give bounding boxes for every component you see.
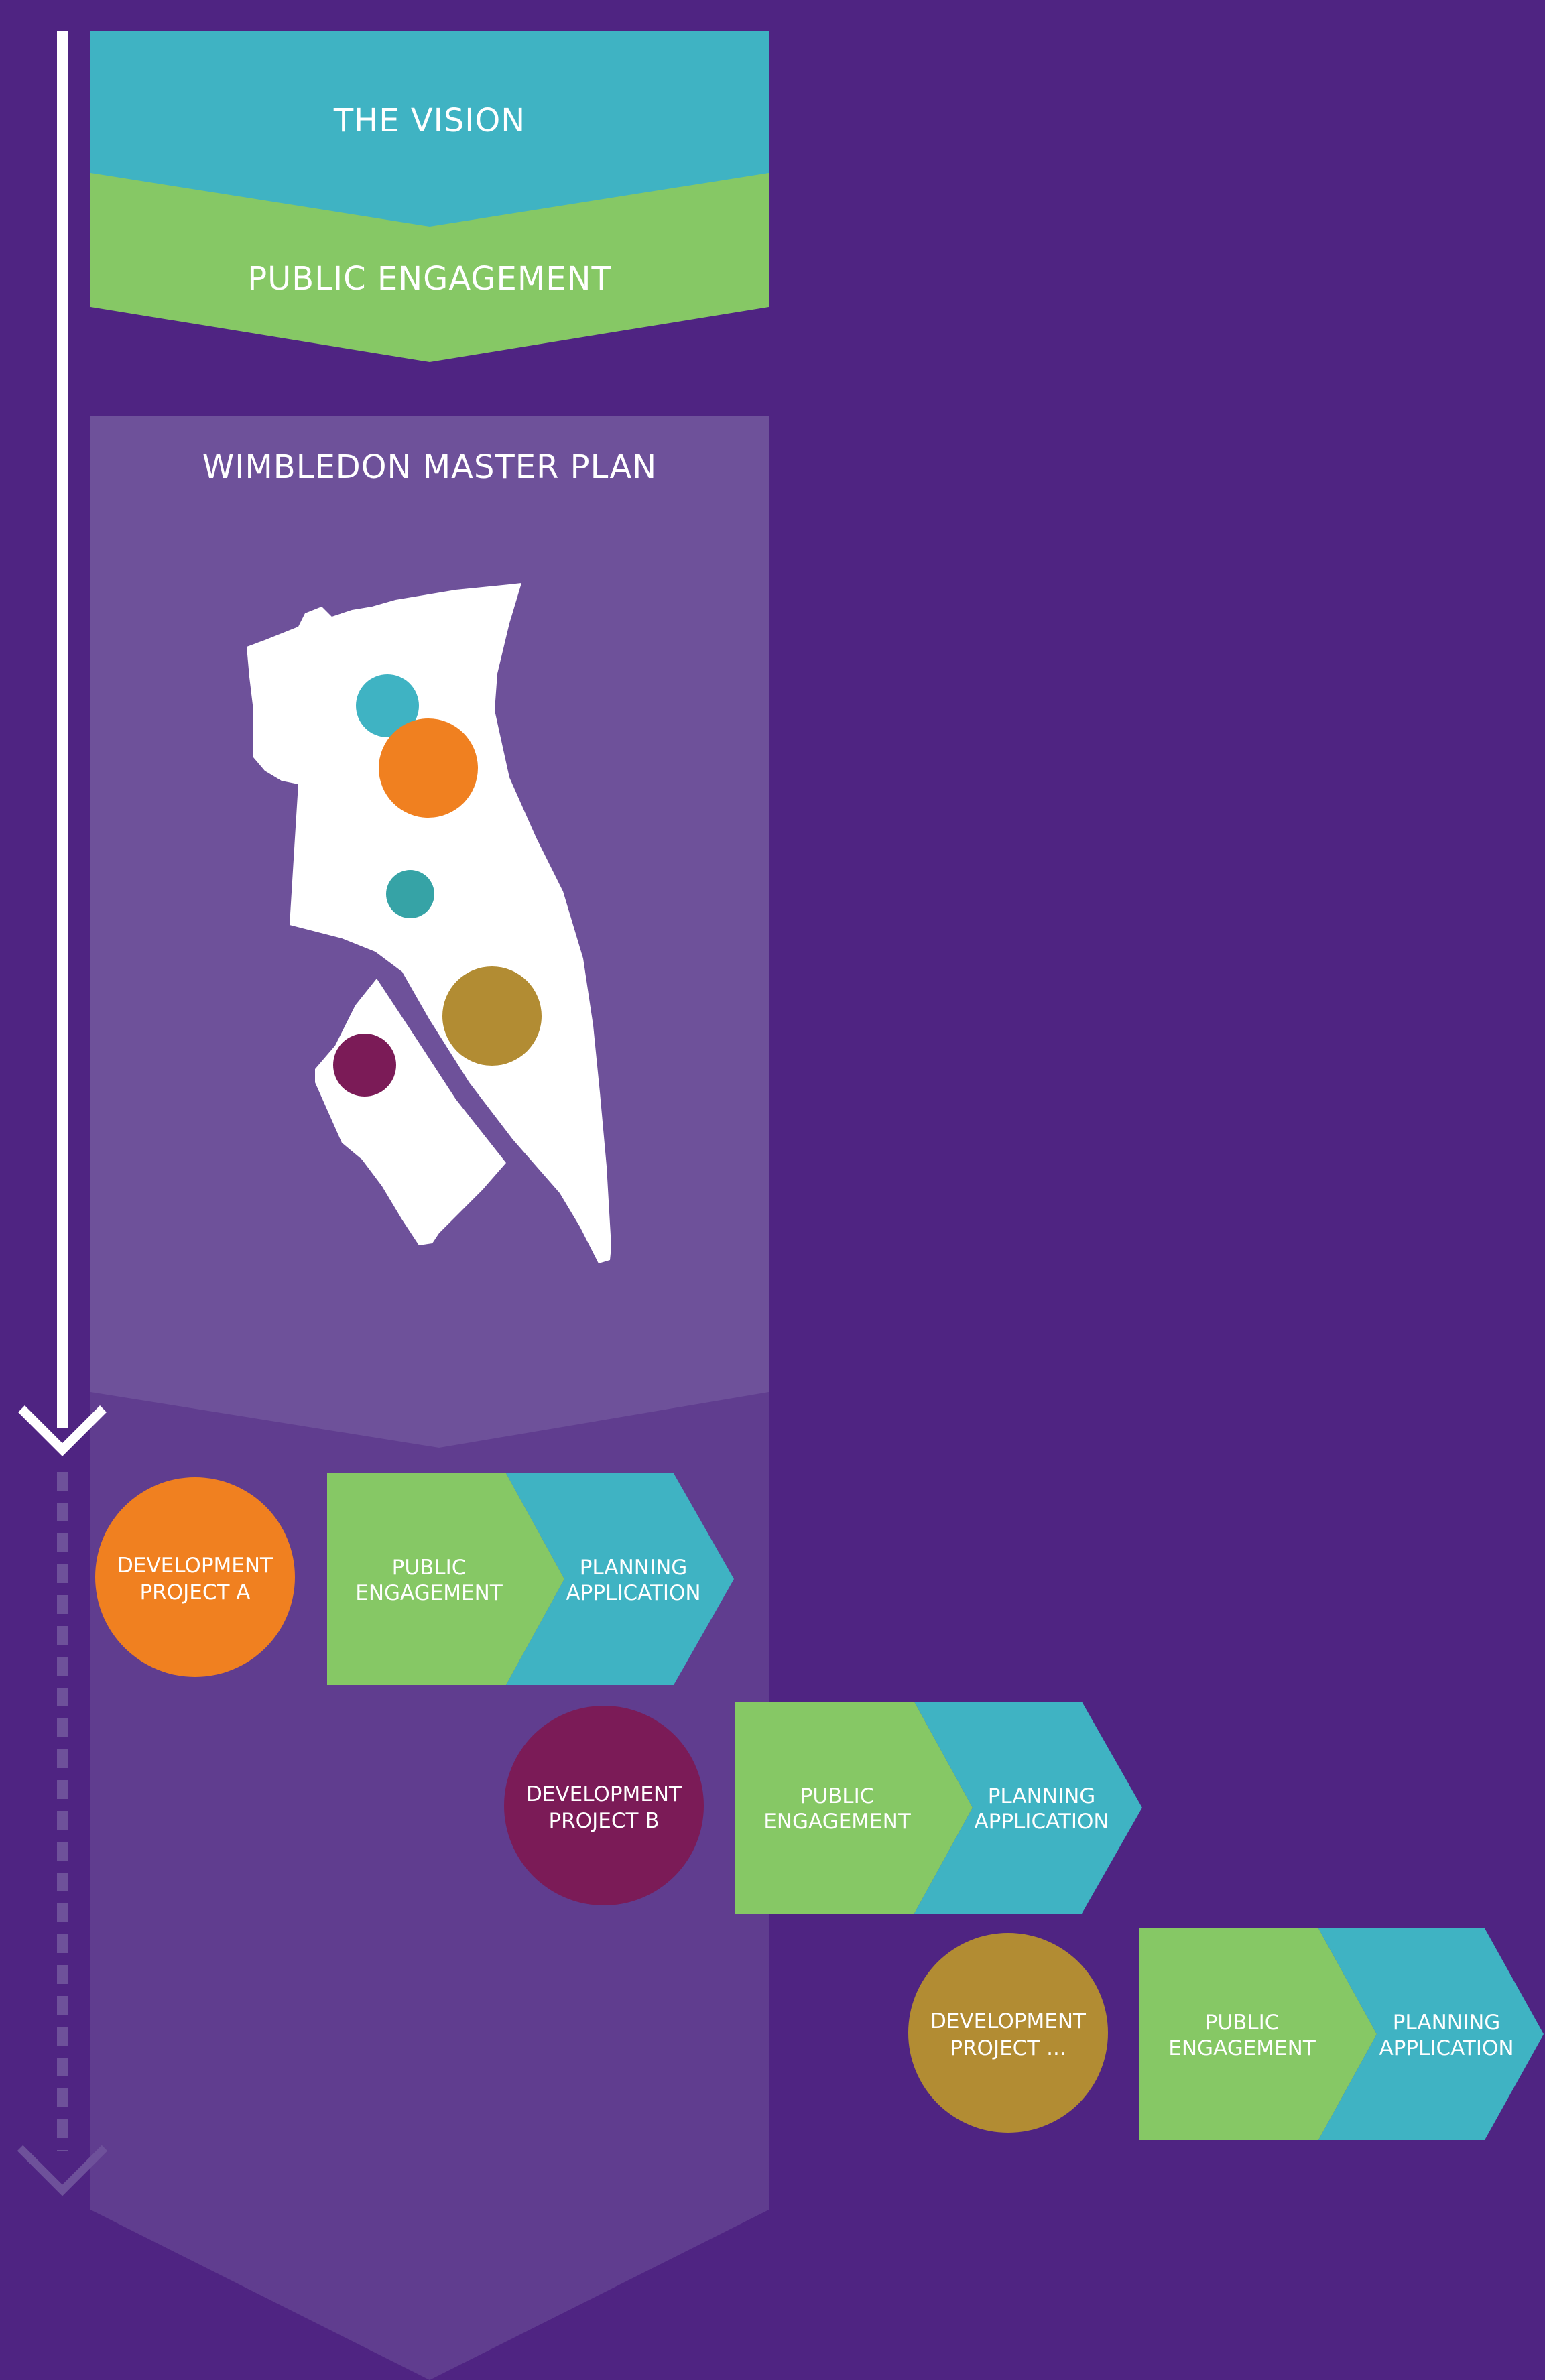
public-engagement-label: PUBLIC ENGAGEMENT bbox=[247, 260, 612, 298]
project-b-planning-label-line1: PLANNING bbox=[988, 1784, 1096, 1808]
project-b-planning-label-line2: APPLICATION bbox=[974, 1810, 1109, 1834]
timeline-dashed-arrow-head bbox=[17, 2145, 108, 2196]
project-a-label-line1: DEVELOPMENT bbox=[117, 1554, 273, 1578]
public-engagement-banner bbox=[90, 171, 769, 362]
timeline-line bbox=[57, 31, 68, 1428]
project-b-label-line2: PROJECT B bbox=[548, 1809, 659, 1833]
map-marker-dark-teal bbox=[386, 870, 434, 918]
vision-banner bbox=[90, 31, 769, 227]
project-c-engagement-label-line2: ENGAGEMENT bbox=[1168, 2036, 1316, 2060]
wimbledon-map bbox=[247, 583, 611, 1263]
project-c-label-line2: PROJECT ... bbox=[950, 2036, 1066, 2060]
project-c-label-line1: DEVELOPMENT bbox=[930, 2009, 1087, 2033]
project-b-planning-stage bbox=[914, 1702, 1142, 1914]
project-a-planning-label-line1: PLANNING bbox=[580, 1556, 688, 1580]
project-b-engagement-label-line1: PUBLIC bbox=[800, 1784, 875, 1808]
project-c-engagement-stage bbox=[1139, 1928, 1377, 2140]
project-c-planning-stage bbox=[1318, 1928, 1544, 2140]
map-marker-gold bbox=[442, 966, 542, 1066]
project-a-label-line2: PROJECT A bbox=[139, 1580, 250, 1605]
map-marker-teal bbox=[356, 674, 419, 737]
timeline-arrow-head bbox=[18, 1405, 107, 1456]
project-a-engagement-stage bbox=[327, 1473, 564, 1685]
master-plan-title: WIMBLEDON MASTER PLAN bbox=[202, 448, 657, 486]
project-b-engagement-label-line2: ENGAGEMENT bbox=[763, 1810, 912, 1834]
project-c-planning-label-line2: APPLICATION bbox=[1379, 2036, 1513, 2060]
project-c-engagement-label-line1: PUBLIC bbox=[1205, 2011, 1280, 2035]
project-a-engagement-label-line2: ENGAGEMENT bbox=[355, 1581, 503, 1605]
project-c-planning-label-line1: PLANNING bbox=[1393, 2011, 1501, 2035]
project-a-engagement-label-line1: PUBLIC bbox=[392, 1556, 467, 1580]
project-a-planning-label-line2: APPLICATION bbox=[566, 1581, 700, 1605]
project-b-engagement-stage bbox=[735, 1702, 973, 1914]
project-c-circle bbox=[908, 1933, 1108, 2133]
map-marker-plum bbox=[333, 1034, 396, 1097]
map-marker-orange bbox=[379, 718, 478, 818]
project-b-circle bbox=[504, 1706, 704, 1905]
project-a-circle bbox=[95, 1477, 295, 1677]
vision-label: THE VISION bbox=[333, 102, 526, 139]
project-a-planning-stage bbox=[506, 1473, 734, 1685]
project-b-label-line1: DEVELOPMENT bbox=[526, 1782, 682, 1806]
